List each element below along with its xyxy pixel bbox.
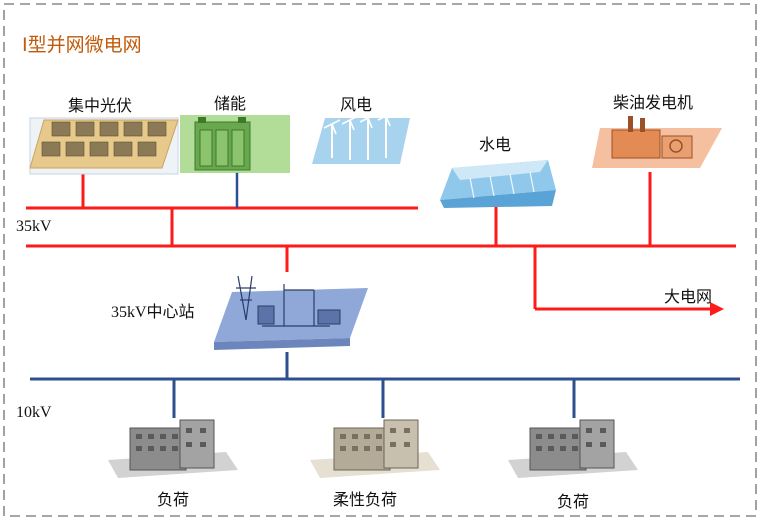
load3-label: 负荷 <box>557 492 590 511</box>
hydro-label: 水电 <box>479 135 512 154</box>
voltage-10kv-label: 10kV <box>16 404 52 421</box>
load2-label: 柔性负荷 <box>333 490 398 509</box>
load-building-icon-2 <box>310 419 440 478</box>
wind-label: 风电 <box>340 95 373 114</box>
pv-array-icon <box>29 117 179 175</box>
wind-farm-icon <box>312 111 410 164</box>
storage-label: 储能 <box>214 94 247 113</box>
storage-icon <box>180 115 290 173</box>
diagram-title: I型并网微电网 <box>22 34 142 56</box>
hydro-icon <box>440 160 556 208</box>
grid-arrow-head <box>710 302 724 316</box>
diesel-label: 柴油发电机 <box>613 93 694 112</box>
pv-label: 集中光伏 <box>68 96 133 115</box>
voltage-35kv-label: 35kV <box>16 218 52 235</box>
station-label: 35kV中心站 <box>111 304 195 321</box>
substation-icon <box>214 275 368 350</box>
lv-bus-lines <box>30 172 740 418</box>
load-building-icon-1 <box>108 419 238 478</box>
grid-label: 大电网 <box>664 287 713 306</box>
outer-dashed-border <box>3 3 757 517</box>
load1-label: 负荷 <box>157 490 190 509</box>
diesel-generator-icon <box>592 116 722 168</box>
load-building-icon-3 <box>508 419 638 478</box>
hv-bus-lines <box>26 172 736 311</box>
